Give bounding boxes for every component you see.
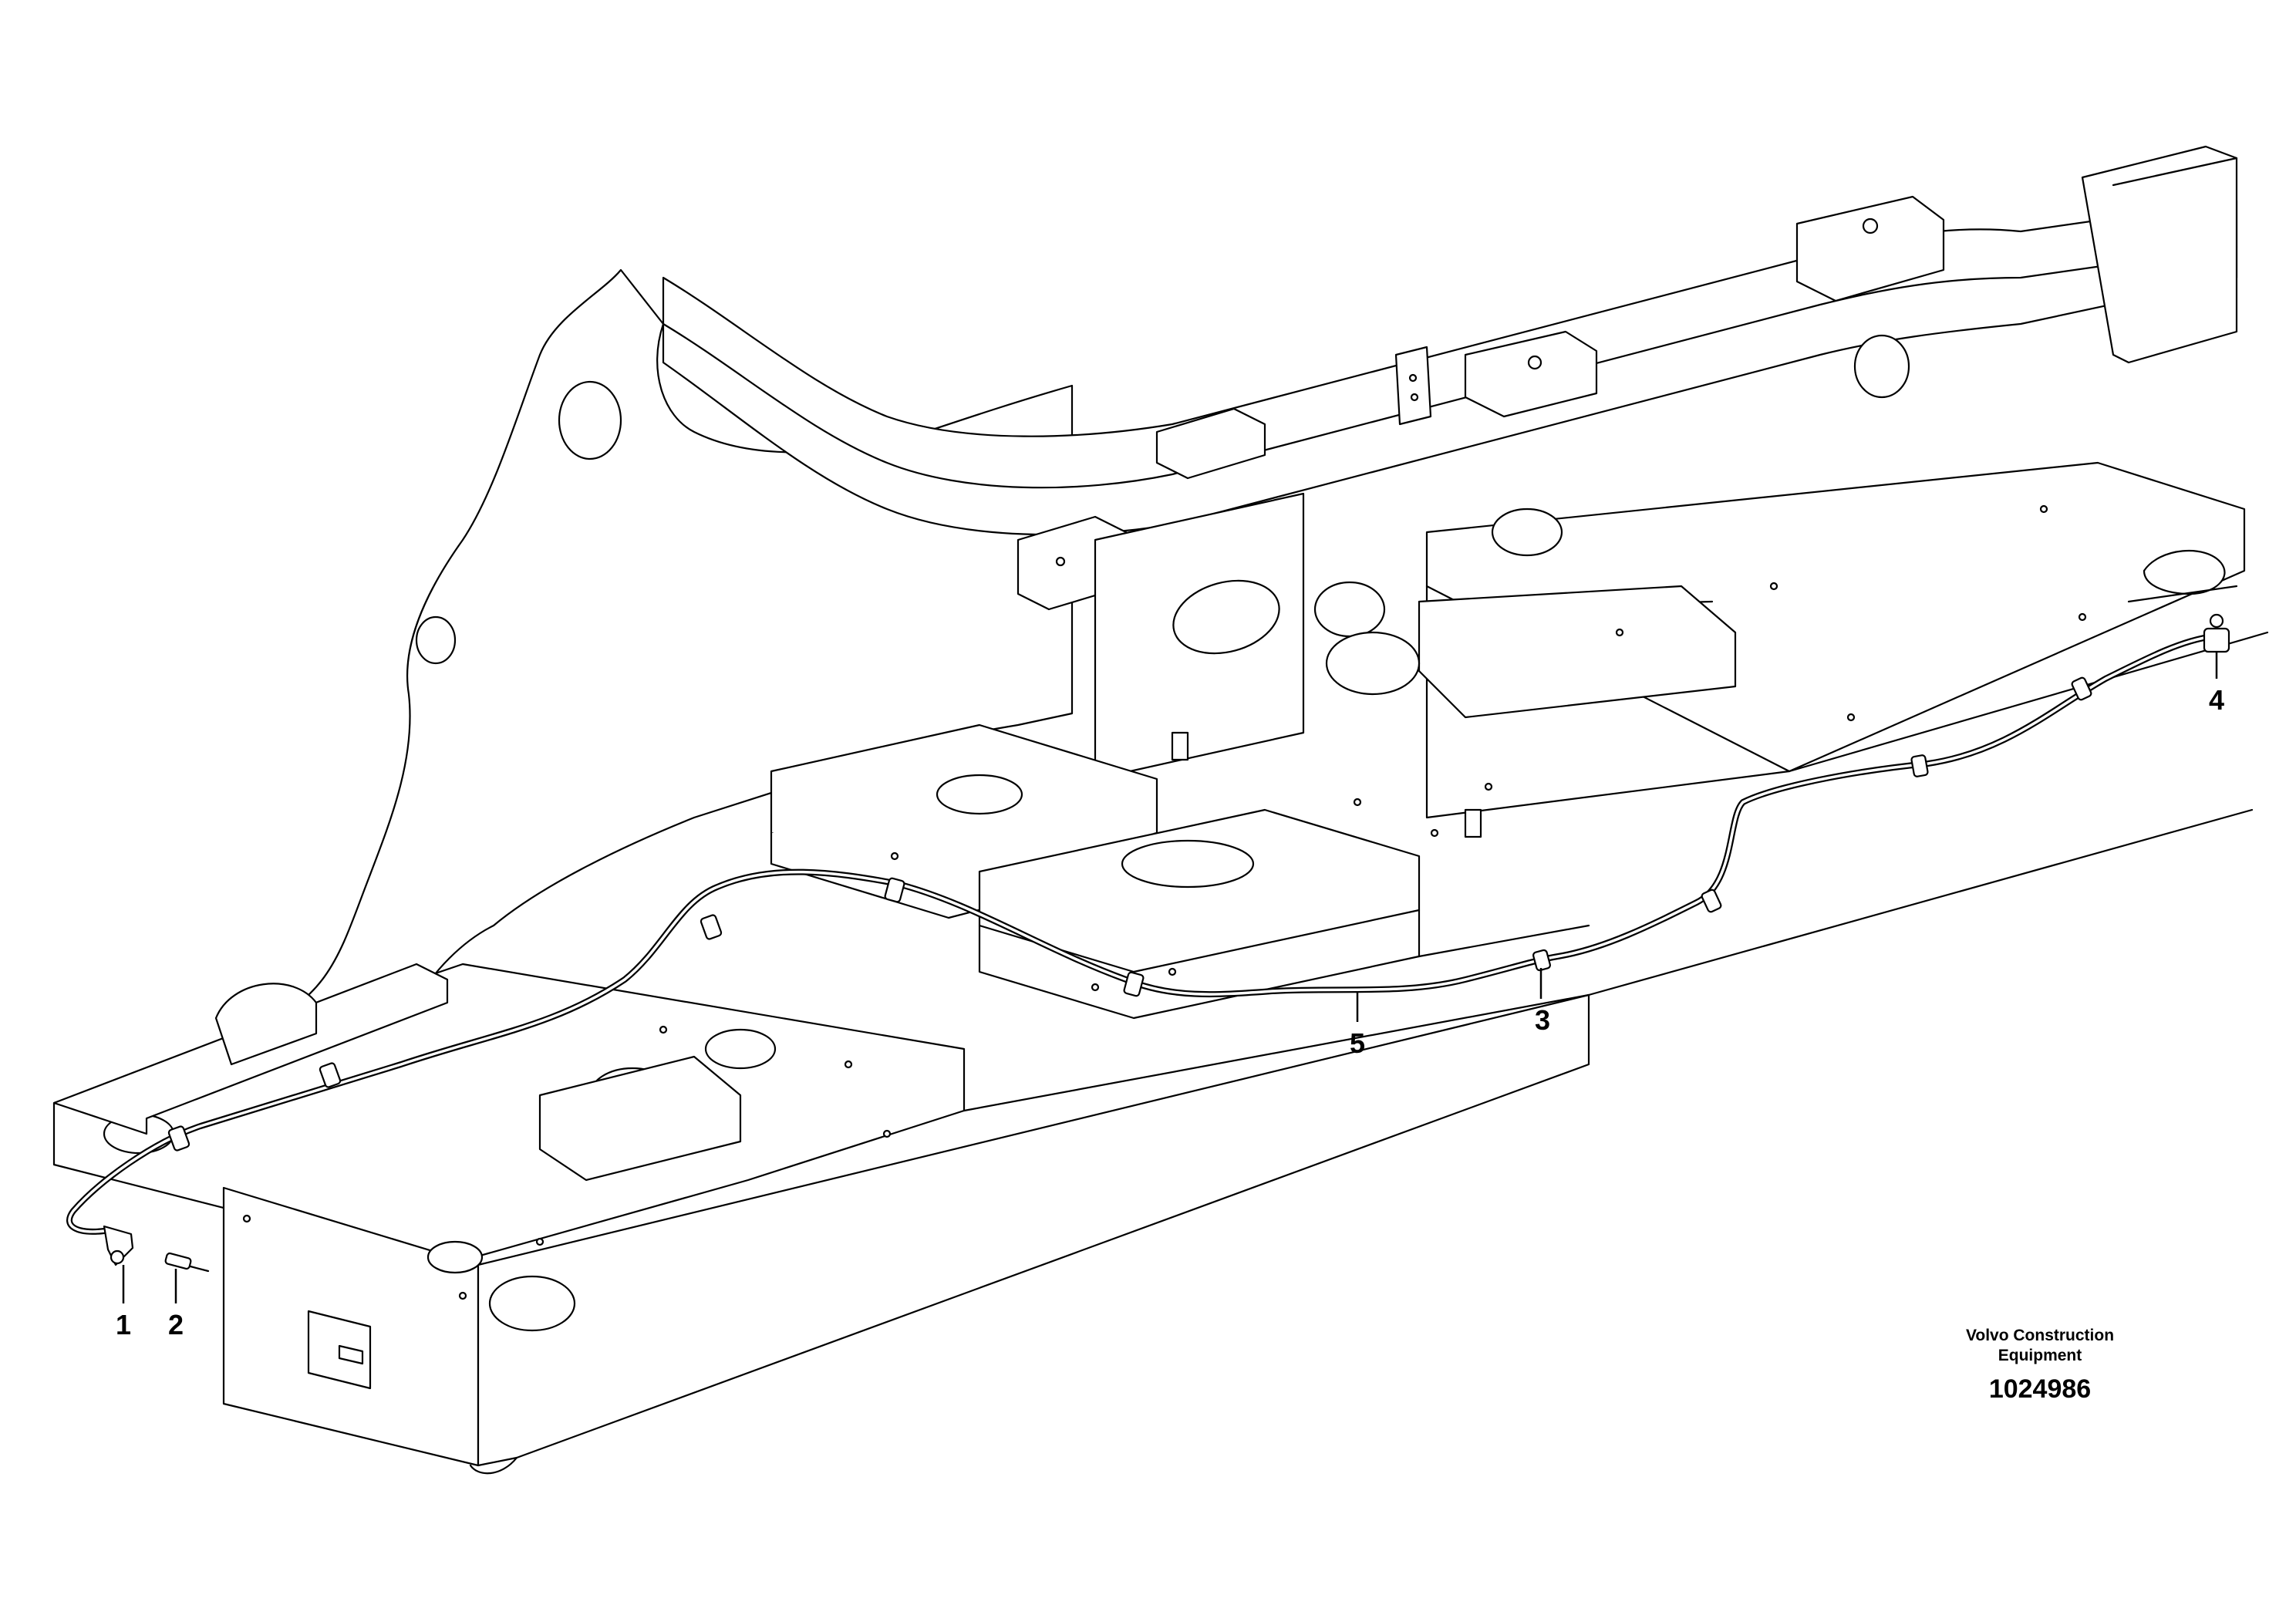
beam-bracket-mid [1464, 330, 1598, 418]
slotted-bracket [1418, 585, 1737, 719]
end-terminal [2203, 613, 2230, 653]
chassis-frame [52, 145, 2269, 1475]
right-deck [1425, 461, 2246, 819]
company-name-line2: Equipment [1998, 1347, 2082, 1364]
company-name-line1: Volvo Construction [1966, 1327, 2114, 1344]
callout-4: 4 [2209, 684, 2224, 716]
figure-number: 1024986 [1989, 1374, 2091, 1404]
callout-5: 5 [1350, 1027, 1365, 1059]
rear-upright [2081, 145, 2238, 364]
connector-pin [164, 1252, 210, 1273]
callout-labels: 1 2 3 4 5 [116, 684, 2224, 1340]
callout-leaders [122, 652, 2218, 1303]
bolt-dots [242, 504, 2087, 1300]
ground-cable [66, 613, 2230, 1273]
callout-1: 1 [116, 1309, 131, 1340]
boom-mount-plate [223, 268, 1074, 1066]
callout-3: 3 [1535, 1004, 1550, 1036]
beam-bracket-right [1795, 195, 1945, 302]
cable-clamps [167, 676, 2092, 1152]
ring-terminal [103, 1225, 134, 1266]
callout-2: 2 [168, 1309, 184, 1340]
reference-block: Volvo Construction Equipment 1024986 [1966, 1327, 2114, 1404]
